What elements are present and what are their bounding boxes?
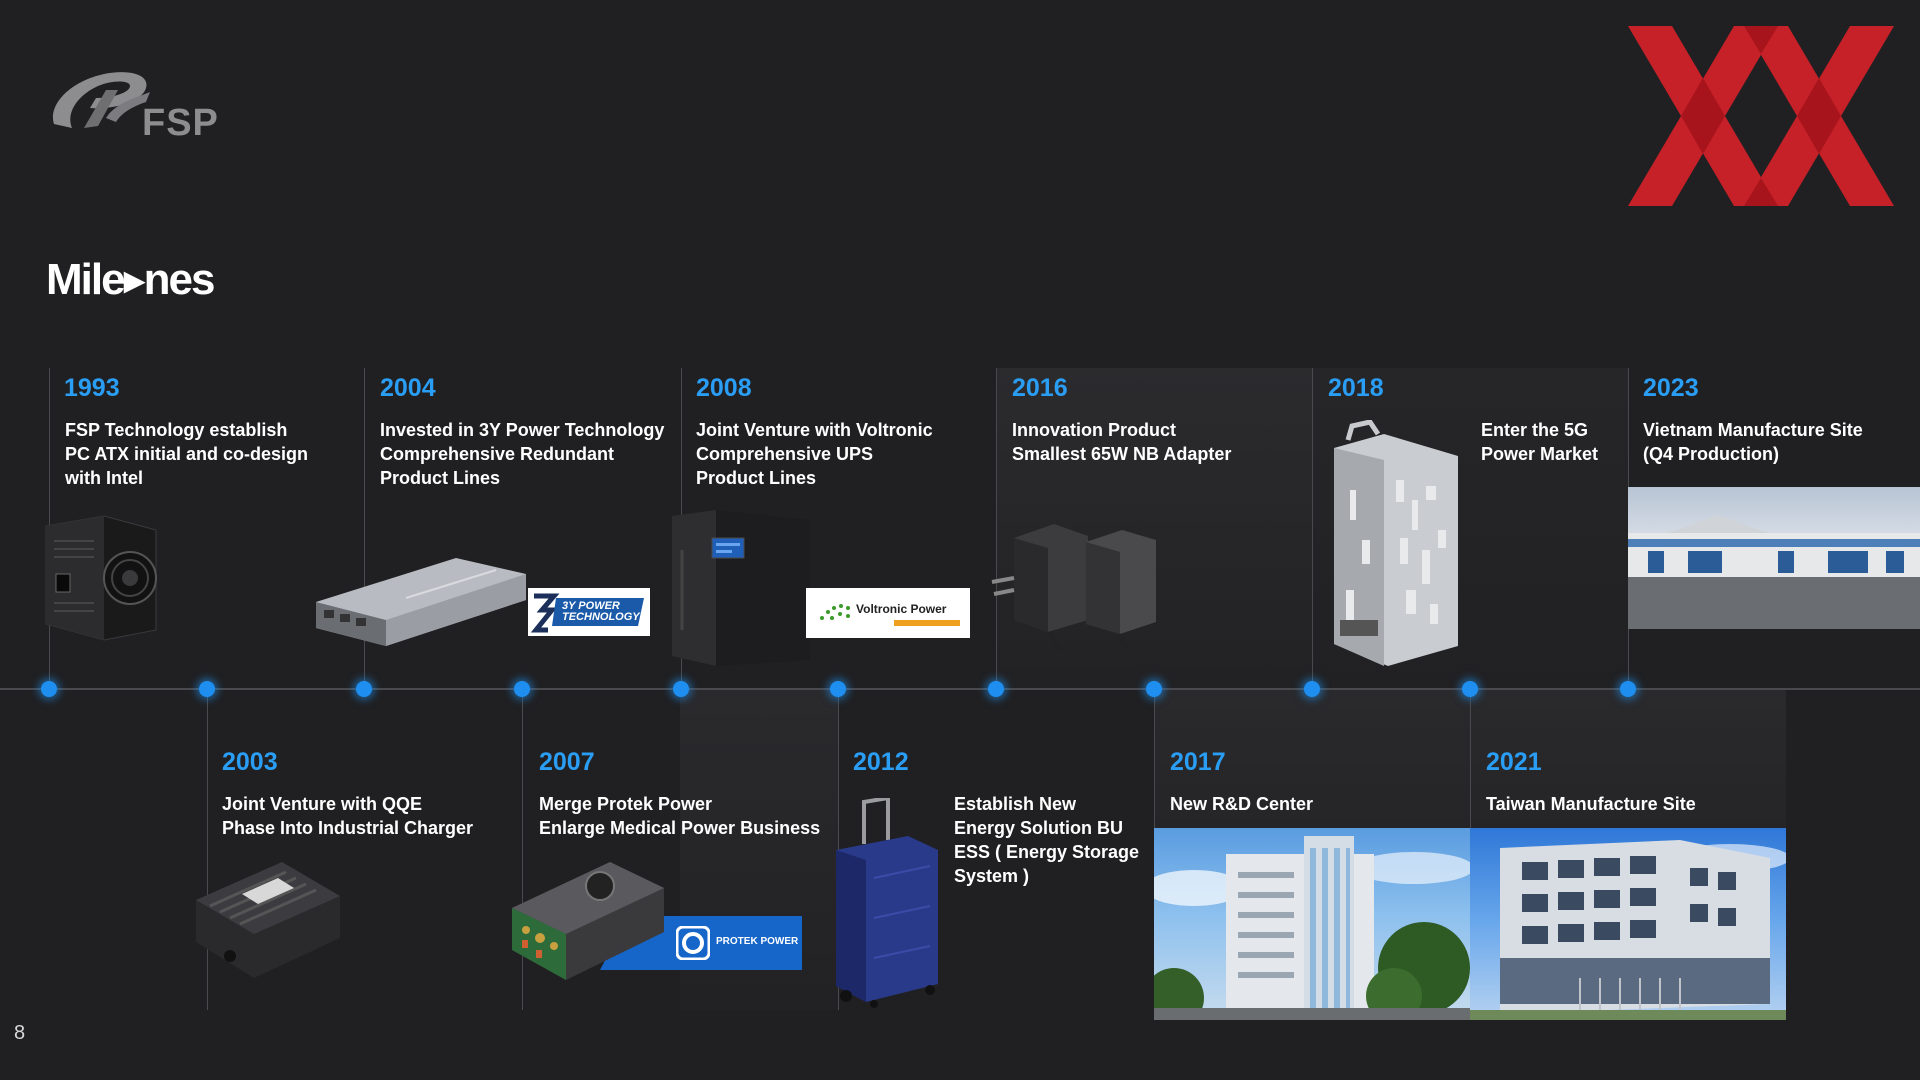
voltronic-logo-text: Voltronic Power <box>856 602 947 616</box>
timeline-dot <box>988 681 1004 697</box>
milestone-year: 2003 <box>222 748 278 776</box>
taiwan-building-icon <box>1470 840 1786 1020</box>
milestone-year: 2016 <box>1012 374 1068 402</box>
milestone-description: Taiwan Manufacture Site <box>1486 794 1696 814</box>
milestone-description: Joint Venture with Voltronic Comprehensi… <box>696 420 933 488</box>
milestone-year: 2012 <box>853 748 909 776</box>
timeline-dot <box>356 681 372 697</box>
timeline-dot <box>1304 681 1320 697</box>
timeline-divider <box>364 368 365 688</box>
taiwan-site-photo <box>1470 828 1786 1020</box>
milestone-description: Joint Venture with QQE Phase Into Indust… <box>222 794 474 838</box>
milestone-description: Enter the 5G Power Market <box>1481 420 1599 464</box>
milestone-year: 2004 <box>380 374 436 402</box>
3y-power-logo: 3Y POWER TECHNOLOGY <box>528 588 650 636</box>
milestone-year: 2008 <box>696 374 752 402</box>
page-number: 8 <box>14 1022 26 1044</box>
voltronic-power-logo: Voltronic Power <box>806 588 970 638</box>
timeline-dot <box>41 681 57 697</box>
timeline-dot <box>830 681 846 697</box>
rd-center-photo <box>1154 828 1470 1020</box>
milestone-description: Establish New Energy Solution BU ESS ( E… <box>954 794 1140 886</box>
milestone-year: 2021 <box>1486 748 1542 776</box>
milestone-description: Invested in 3Y Power Technology Comprehe… <box>380 420 665 488</box>
page-title: Mile▸nes <box>46 255 215 304</box>
timeline-dot <box>673 681 689 697</box>
milestone-description: Innovation Product Smallest 65W NB Adapt… <box>1012 420 1232 464</box>
3y-logo-text: 3Y POWER TECHNOLOGY <box>562 600 640 623</box>
vietnam-site-photo <box>1628 487 1920 629</box>
redundant-psu-image <box>316 558 526 646</box>
milestone-description: Merge Protek Power Enlarge Medical Power… <box>539 794 821 838</box>
fsp-logo: FSP <box>46 62 226 146</box>
timeline-axis <box>0 688 1920 690</box>
milestone-year: 1993 <box>64 374 120 402</box>
milestone-year: 2023 <box>1643 374 1699 402</box>
fsp-logo-icon <box>52 72 150 128</box>
brand-mark-icon <box>1628 26 1894 206</box>
timeline-divider <box>522 690 523 1010</box>
rd-building-icon <box>1154 836 1470 1020</box>
pc-power-supply-image <box>45 515 157 641</box>
timeline-divider <box>996 368 997 688</box>
5g-power-unit-image <box>1334 420 1458 666</box>
nb-adapter-image <box>991 524 1156 652</box>
timeline-divider <box>207 690 208 1010</box>
factory-building-icon <box>1628 515 1920 629</box>
3y-logo-icon <box>530 593 644 633</box>
timeline-dot <box>1620 681 1636 697</box>
protek-logo-text: PROTEK POWER <box>716 936 799 947</box>
timeline-dot <box>1146 681 1162 697</box>
medical-power-supply-image <box>512 862 664 980</box>
milestone-year: 2007 <box>539 748 595 776</box>
milestone-description: New R&D Center <box>1170 794 1314 814</box>
timeline-dot <box>199 681 215 697</box>
timeline-dot <box>1462 681 1478 697</box>
fsp-logo-text: FSP <box>142 102 219 144</box>
milestone-year: 2018 <box>1328 374 1384 402</box>
voltronic-dots-icon <box>820 604 850 620</box>
timeline-dot <box>514 681 530 697</box>
milestone-description: FSP Technology establish PC ATX initial … <box>65 420 309 488</box>
timeline-divider <box>1312 368 1313 688</box>
voltronic-logo-bar <box>894 620 960 626</box>
ess-suitcase-image <box>836 798 938 1008</box>
milestone-description: Vietnam Manufacture Site (Q4 Production) <box>1643 420 1863 464</box>
milestone-year: 2017 <box>1170 748 1226 776</box>
ups-tower-image <box>672 510 810 666</box>
protek-logo-icon <box>676 926 710 960</box>
industrial-charger-image <box>196 862 340 978</box>
